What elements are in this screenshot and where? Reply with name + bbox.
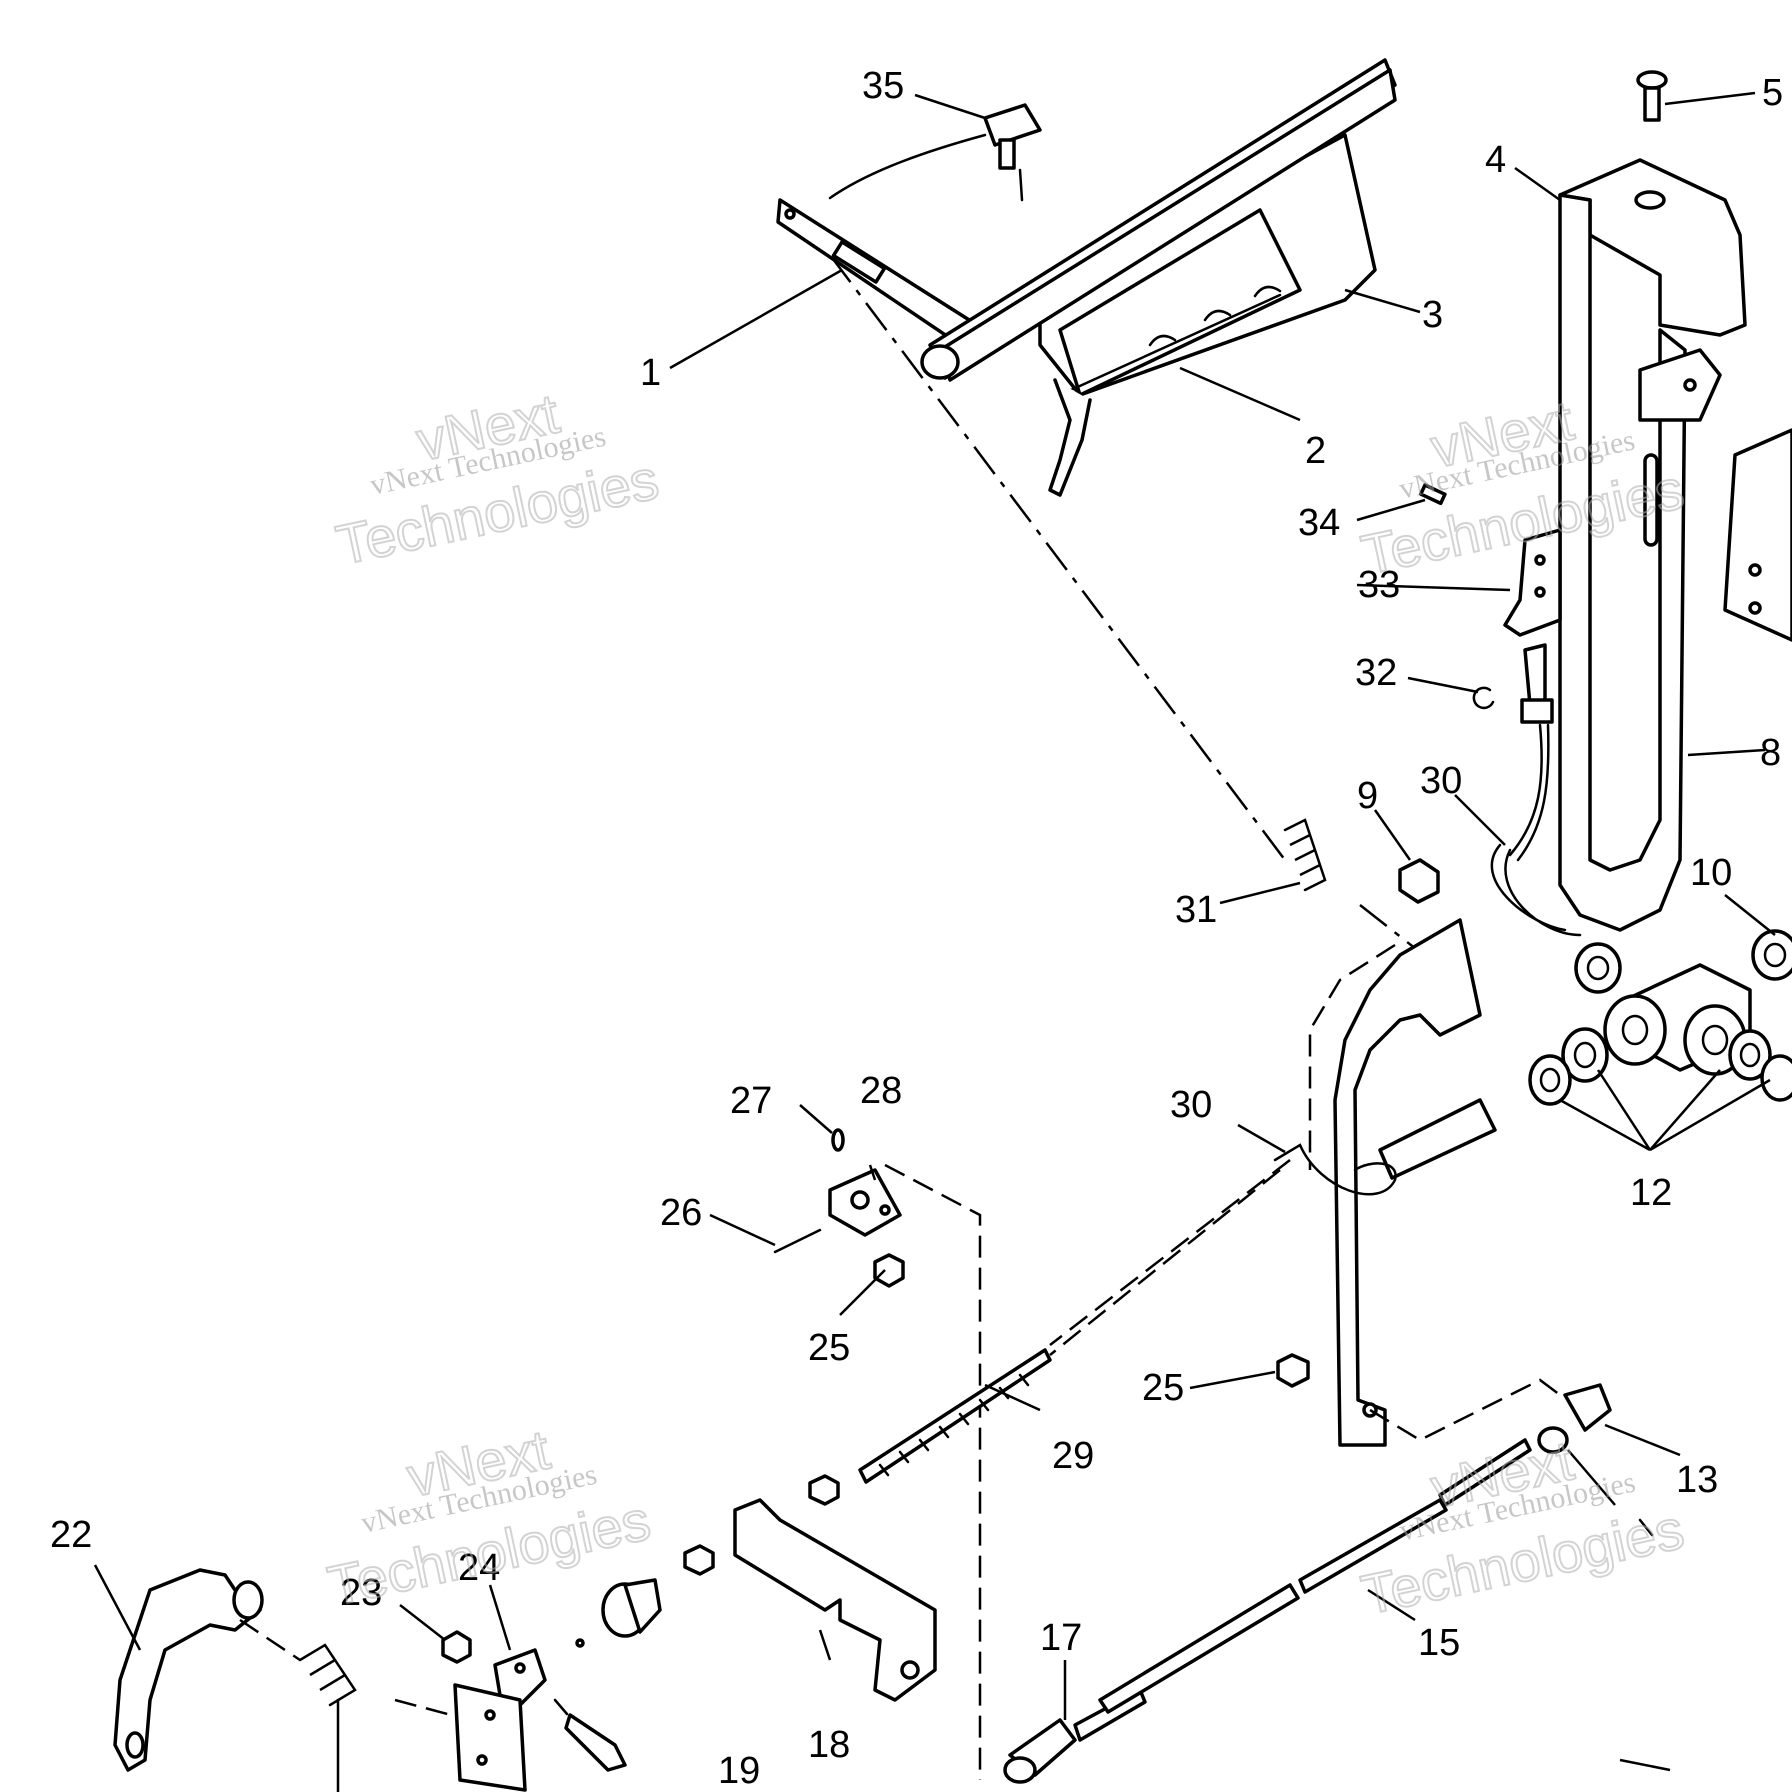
callout-19: 19 — [718, 1750, 760, 1792]
part-2-spring-clip — [1048, 285, 1282, 497]
callout-17: 17 — [1040, 1617, 1082, 1659]
callout-5: 5 — [1762, 72, 1783, 114]
watermark-bottom-right: vNext Technologies vNext Technologies — [1355, 1427, 1690, 1627]
callout-27: 27 — [730, 1080, 772, 1122]
callout-13: 13 — [1676, 1459, 1718, 1501]
part-26-rod — [773, 1228, 822, 1254]
callout-25-right: 25 — [1142, 1367, 1184, 1409]
part-34-screw — [1419, 483, 1447, 506]
part-35-sensor — [828, 103, 1042, 202]
callout-35: 35 — [862, 65, 904, 107]
callout-12: 12 — [1630, 1172, 1672, 1214]
part-3-pedal-platform — [920, 58, 1397, 397]
callout-1: 1 — [640, 352, 661, 394]
part-5-screw — [1636, 70, 1668, 122]
callout-10: 10 — [1690, 852, 1732, 894]
part-30-wire-clip — [1273, 1143, 1397, 1196]
callout-15: 15 — [1418, 1622, 1460, 1664]
watermark-top-left: vNext Technologies vNext Technologies — [330, 380, 665, 577]
grommet — [575, 1578, 662, 1648]
part-8-pedal-arm — [1558, 193, 1722, 932]
callout-33: 33 — [1358, 564, 1400, 606]
callout-32: 32 — [1355, 652, 1397, 694]
part-19-bolt — [553, 1698, 627, 1772]
assembly-line-3 — [884, 1163, 982, 1780]
callout-31: 31 — [1175, 889, 1217, 931]
callout-3: 3 — [1422, 294, 1443, 336]
part-25-nut-right — [1276, 1353, 1310, 1388]
part-32-clip — [1472, 686, 1495, 710]
part-18-bracket — [683, 1474, 937, 1702]
switch-with-cable — [1490, 643, 1582, 937]
callout-25: 25 — [808, 1327, 850, 1369]
callout-26: 26 — [660, 1192, 702, 1234]
part-24-clevis — [453, 1648, 547, 1792]
part-25-nut-left — [873, 1253, 905, 1288]
callout-numbers: 35 5 4 1 3 2 34 33 32 8 9 30 31 10 12 30… — [50, 65, 1783, 1792]
part-29-threaded-rod — [858, 1348, 1052, 1484]
part-31-spring — [1283, 818, 1327, 892]
callout-24: 24 — [458, 1547, 500, 1589]
watermark-top-right: vNext Technologies vNext Technologies — [1355, 387, 1690, 587]
callout-4: 4 — [1485, 139, 1506, 181]
assembly-line-4 — [1049, 1159, 1291, 1346]
assembly-line-1 — [829, 254, 1286, 861]
part-33-bracket — [1503, 528, 1562, 637]
callout-8: 8 — [1760, 732, 1781, 774]
callout-18: 18 — [808, 1724, 850, 1766]
part-9-nut — [1398, 858, 1440, 904]
callout-2: 2 — [1305, 430, 1326, 472]
watermark-bottom-left: vNext Technologies vNext Technologies — [322, 1416, 657, 1618]
assembly-line-6 — [1369, 1378, 1561, 1442]
part-28-link — [828, 1168, 902, 1237]
part-23-nut — [441, 1630, 472, 1664]
leader-lines — [93, 91, 1776, 1772]
lower-spring — [239, 1618, 471, 1792]
callout-23: 23 — [340, 1572, 382, 1614]
callout-30: 30 — [1420, 760, 1462, 802]
callout-22: 22 — [50, 1514, 92, 1556]
pivot-assembly — [1378, 929, 1792, 1180]
part-13-rod-end — [1438, 1383, 1654, 1537]
part-27-pin — [831, 1128, 845, 1152]
frame-bracket-right — [1723, 428, 1792, 642]
callout-9: 9 — [1357, 775, 1378, 817]
part-22-lever — [113, 1568, 264, 1772]
callout-28: 28 — [860, 1070, 902, 1112]
assembly-line-5 — [1049, 1169, 1281, 1356]
callout-29: 29 — [1052, 1435, 1094, 1477]
callout-30-lower: 30 — [1170, 1084, 1212, 1126]
callout-34: 34 — [1298, 502, 1340, 544]
part-15-rod — [1098, 1498, 1448, 1714]
